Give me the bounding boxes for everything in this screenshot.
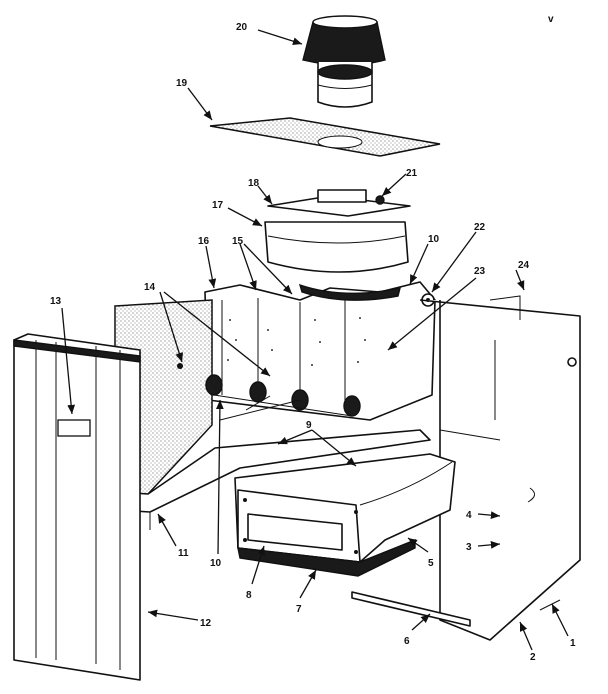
callout-15: 15 <box>232 236 244 247</box>
draft-hood-part <box>264 189 411 273</box>
callout-23: 23 <box>474 266 486 277</box>
corner-mark: v <box>548 14 554 25</box>
callout-22: 22 <box>474 222 486 233</box>
callout-3: 3 <box>466 542 472 553</box>
callout-10-bottom: 10 <box>210 558 222 569</box>
burner-box-part <box>234 453 456 577</box>
callout-21: 21 <box>406 168 418 179</box>
leader-lines <box>61 29 569 651</box>
callout-19: 19 <box>176 78 188 89</box>
callout-17: 17 <box>212 200 224 211</box>
callout-11: 11 <box>178 548 189 559</box>
callout-labels: 20 19 18 21 17 22 10 16 15 24 23 14 13 9… <box>50 14 576 663</box>
front-door-part <box>13 333 141 681</box>
callout-13: 13 <box>50 296 62 307</box>
callout-8: 8 <box>246 590 252 601</box>
callout-7: 7 <box>296 604 302 615</box>
callout-6: 6 <box>404 636 410 647</box>
callout-14: 14 <box>144 282 156 293</box>
callout-24: 24 <box>518 260 530 271</box>
burner-set-part <box>177 363 361 421</box>
bottom-rail-part <box>351 591 471 627</box>
callout-9: 9 <box>306 420 312 431</box>
callout-5: 5 <box>428 558 434 569</box>
vent-cap-part <box>302 15 386 108</box>
top-plate-part <box>209 117 441 157</box>
callout-18: 18 <box>248 178 260 189</box>
callout-20: 20 <box>236 22 248 33</box>
callout-4: 4 <box>466 510 472 521</box>
cabinet-side-part <box>419 295 581 641</box>
callout-10-top: 10 <box>428 234 440 245</box>
callout-1: 1 <box>570 638 576 649</box>
callout-12: 12 <box>200 618 212 629</box>
callout-16: 16 <box>198 236 210 247</box>
callout-2: 2 <box>530 652 536 663</box>
